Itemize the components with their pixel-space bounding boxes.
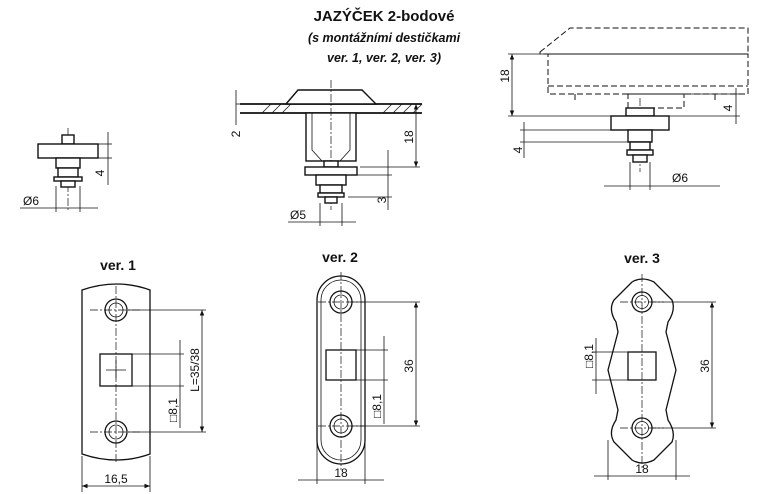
cabinet-upper-dim: 4 [721, 104, 735, 111]
small-side-view: 4 Ø6 [20, 128, 112, 212]
mounted-section-view: 2 18 3 Ø5 [229, 80, 423, 226]
ver2-length-dim: 36 [402, 359, 416, 373]
drawing-subtitle-line2: ver. 1, ver. 2, ver. 3) [327, 51, 441, 65]
tip-height-dim: 3 [375, 196, 389, 203]
body-height-dim: 18 [402, 130, 416, 144]
ver1-length-dim: L=35/38 [188, 348, 202, 392]
ver1-square-dim: □8,1 [166, 398, 180, 422]
small-height-dim: 4 [93, 169, 107, 176]
cabinet-lower-dim: 4 [511, 146, 525, 153]
small-diameter-dim: Ø6 [23, 194, 39, 208]
panel-thickness-dim: 2 [229, 130, 243, 137]
ver2-plate: ver. 2 36 □8,1 18 [298, 249, 420, 484]
ver2-label: ver. 2 [322, 249, 358, 265]
ver3-width-dim: 18 [635, 462, 649, 476]
ver3-length-dim: 36 [698, 359, 712, 373]
cabinet-view: 18 4 4 Ø6 [498, 27, 749, 190]
cabinet-height-dim: 18 [498, 69, 512, 83]
ver3-label: ver. 3 [624, 250, 660, 266]
ver3-square-dim: □8,1 [582, 344, 596, 368]
ver1-label: ver. 1 [100, 257, 136, 273]
cabinet-diameter-dim: Ø6 [672, 171, 688, 185]
drawing-title: JAZÝČEK 2-bodové [314, 7, 455, 25]
mounted-diameter-dim: Ø5 [290, 208, 306, 222]
drawing-subtitle-line1: (s montážními destičkami [308, 31, 461, 45]
ver3-plate: ver. 3 36 □8,1 18 [582, 250, 716, 480]
ver2-square-dim: □8,1 [370, 394, 384, 418]
ver1-plate: ver. 1 L=35/38 □8,1 16,5 [81, 257, 206, 492]
ver2-width-dim: 18 [334, 466, 348, 480]
ver1-width-dim: 16,5 [104, 472, 128, 486]
